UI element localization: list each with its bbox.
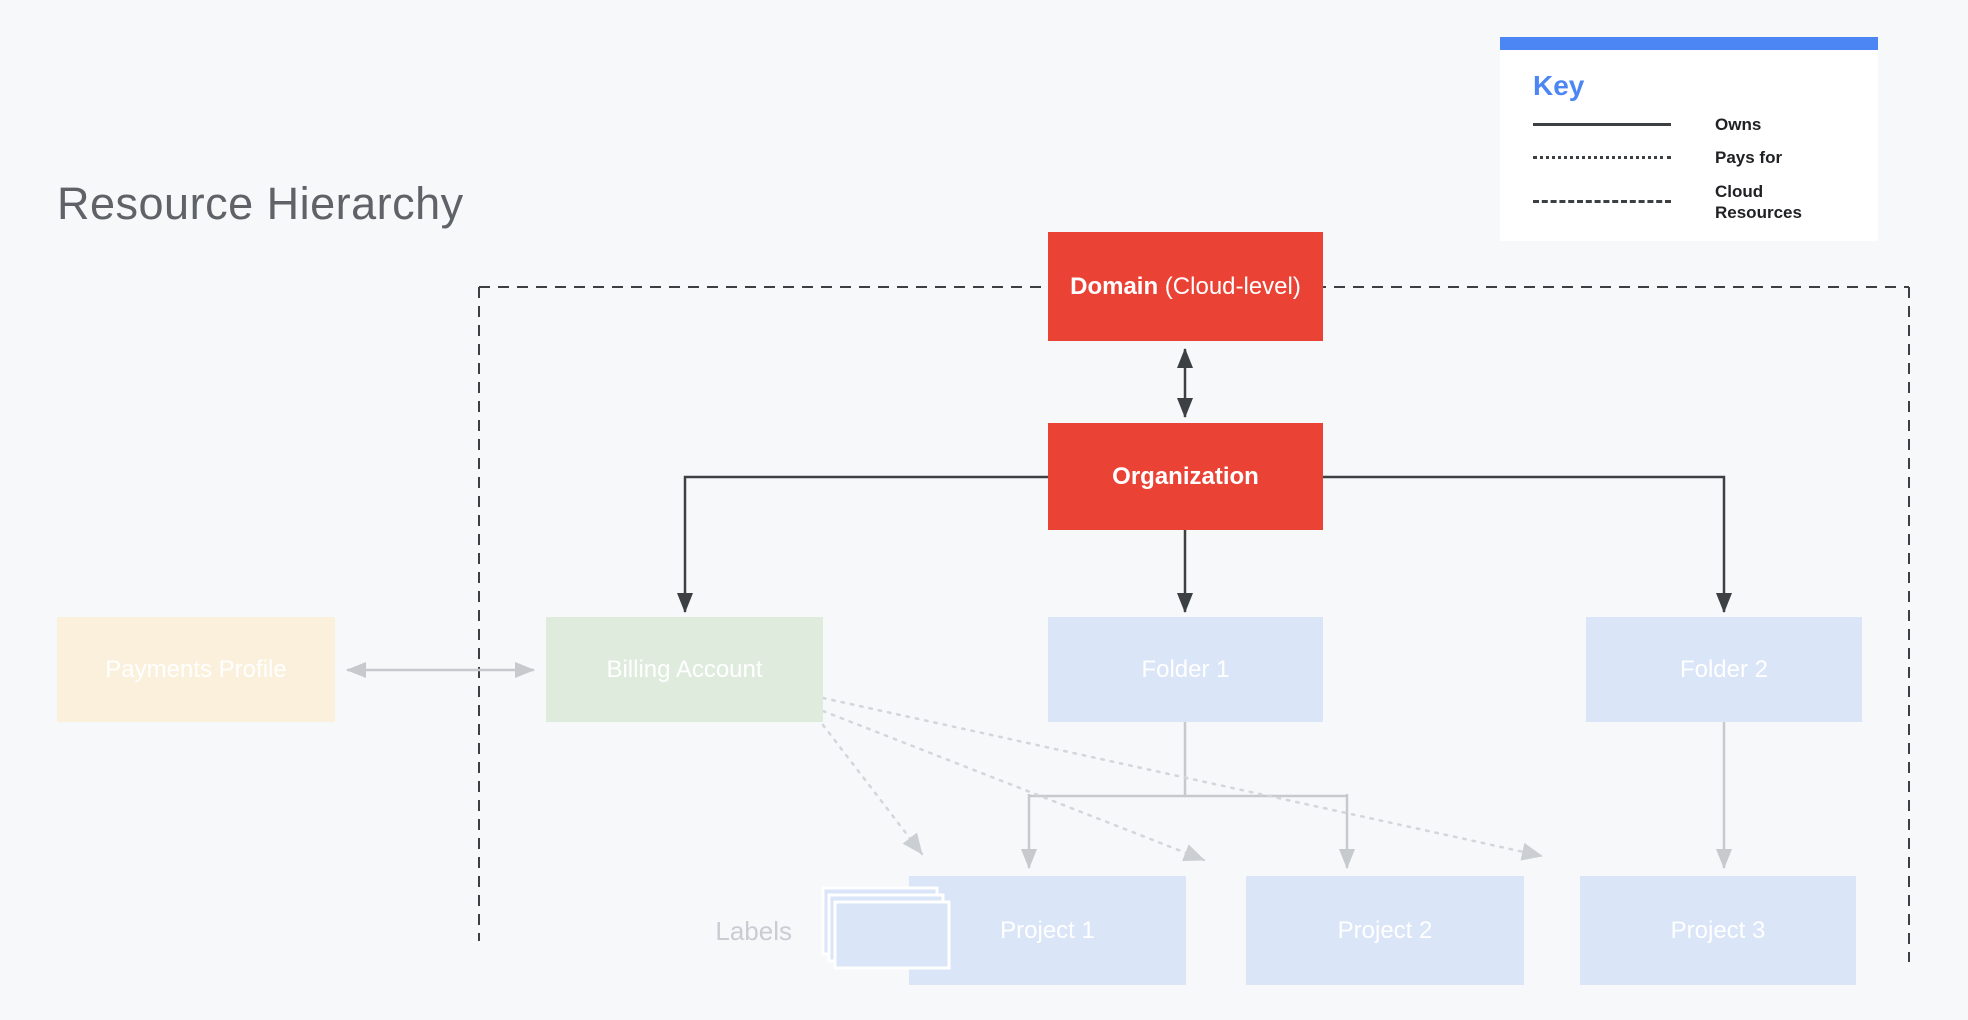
- project-2-label: Project 2: [1337, 916, 1433, 944]
- folder-1-label: Folder 1: [1141, 655, 1230, 683]
- node-billing-account: Billing Account: [546, 617, 823, 722]
- project-1-label: Project 1: [1000, 916, 1095, 944]
- dotted-billing-project2: [821, 709, 1206, 862]
- dashed-line-sample: [1533, 200, 1671, 204]
- solid-line-sample: [1533, 123, 1671, 127]
- legend-label-cloud-resources: Cloud Resources: [1715, 181, 1802, 222]
- arrow-organization-folder2: [1323, 475, 1732, 613]
- legend-row-pays-for: Pays for: [1533, 147, 1864, 168]
- legend-label-owns: Owns: [1715, 115, 1762, 134]
- page-title: Resource Hierarchy: [57, 178, 464, 229]
- labels-caption: Labels: [715, 916, 792, 946]
- node-folder-2: Folder 2: [1586, 617, 1862, 722]
- organization-label: Organization: [1112, 462, 1259, 490]
- arrow-organization-billing: [677, 475, 1048, 613]
- legend-row-cloud-resources: Cloud Resources: [1533, 181, 1864, 224]
- node-project-1: Project 1: [909, 876, 1186, 985]
- domain-label: Domain (Cloud-level): [1070, 272, 1301, 300]
- node-domain: Domain (Cloud-level): [1048, 232, 1323, 341]
- node-project-3: Project 3: [1580, 876, 1856, 985]
- legend-body: Key Owns Pays for Cloud Resources: [1500, 50, 1878, 241]
- legend-heading: Key: [1533, 70, 1585, 101]
- node-project-2: Project 2: [1246, 876, 1524, 985]
- dotted-line-sample: [1533, 156, 1671, 160]
- folder1-branch: [1029, 722, 1347, 798]
- node-payments-profile: Payments Profile: [57, 617, 335, 722]
- project-3-label: Project 3: [1670, 916, 1766, 944]
- folder-2-label: Folder 2: [1679, 655, 1769, 683]
- legend-row-owns: Owns: [1533, 114, 1864, 135]
- node-organization: Organization: [1048, 423, 1323, 530]
- legend: Key Owns Pays for Cloud Resources: [1500, 37, 1878, 241]
- legend-accent-bar: [1500, 37, 1878, 50]
- payments-profile-label: Payments Profile: [105, 655, 287, 683]
- dotted-billing-project1: [821, 723, 924, 856]
- billing-account-label: Billing Account: [606, 655, 763, 683]
- legend-label-pays-for: Pays for: [1715, 148, 1783, 168]
- node-folder-1: Folder 1: [1048, 617, 1323, 722]
